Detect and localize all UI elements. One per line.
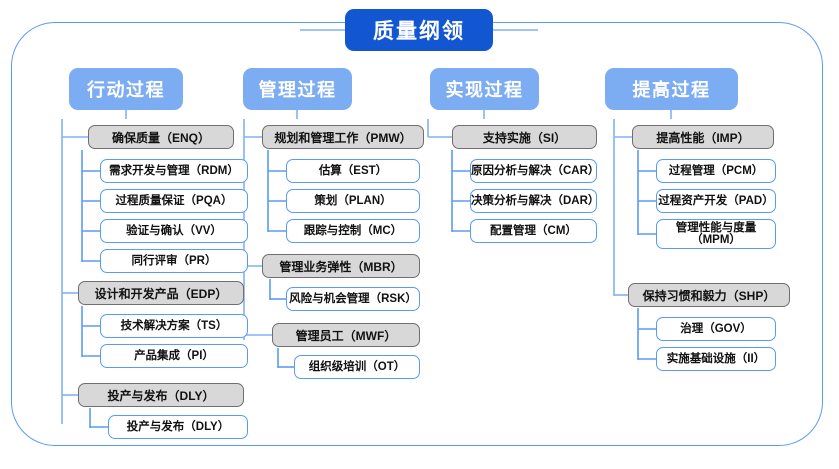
group-box-enq[interactable]: 确保质量（ENQ）: [88, 125, 234, 149]
leaf-box-pr[interactable]: 同行评审（PR）: [100, 249, 248, 273]
group-box-mwf[interactable]: 管理员工（MWF）: [272, 323, 420, 347]
leaf-box-pqa[interactable]: 过程质量保证（PQA）: [100, 189, 248, 213]
leaf-box-dar[interactable]: 决策分析与解决（DAR）: [470, 189, 599, 213]
leaf-box-ot[interactable]: 组织级培训（OT）: [294, 355, 420, 379]
leaf-box-car[interactable]: 原因分析与解决（CAR）: [470, 159, 599, 183]
category-header-improvement[interactable]: 提高过程: [605, 68, 738, 110]
leaf-box-ii[interactable]: 实施基础设施（II）: [656, 347, 776, 371]
category-header-action[interactable]: 行动过程: [69, 68, 183, 110]
group-box-pmw[interactable]: 规划和管理工作（PMW）: [262, 125, 424, 149]
leaf-box-est[interactable]: 估算（EST）: [286, 159, 420, 183]
category-header-management[interactable]: 管理过程: [243, 68, 352, 110]
group-box-dly[interactable]: 投产与发布（DLY）: [78, 383, 244, 407]
leaf-box-pcm[interactable]: 过程管理（PCM）: [656, 159, 776, 183]
leaf-box-mpm[interactable]: 管理性能与度量 （MPM）: [656, 219, 776, 249]
category-header-implementation[interactable]: 实现过程: [430, 68, 539, 110]
leaf-box-pi[interactable]: 产品集成（PI）: [100, 344, 248, 368]
leaf-box-ts[interactable]: 技术解决方案（TS）: [100, 314, 248, 338]
leaf-box-rsk[interactable]: 风险与机会管理（RSK）: [286, 287, 420, 311]
leaf-box-gov[interactable]: 治理（GOV）: [656, 317, 776, 341]
group-box-imp[interactable]: 提高性能（IMP）: [632, 125, 774, 149]
root-title[interactable]: 质量纲领: [345, 9, 493, 51]
leaf-box-dly-child[interactable]: 投产与发布（DLY）: [108, 415, 248, 439]
leaf-box-plan[interactable]: 策划（PLAN）: [286, 189, 420, 213]
group-box-edp[interactable]: 设计和开发产品（EDP）: [78, 281, 244, 305]
leaf-box-vv[interactable]: 验证与确认（VV）: [100, 219, 248, 243]
leaf-box-pad[interactable]: 过程资产开发（PAD）: [656, 189, 776, 213]
leaf-box-cm[interactable]: 配置管理（CM）: [470, 219, 597, 243]
group-box-shp[interactable]: 保持习惯和毅力（SHP）: [628, 283, 790, 307]
leaf-box-mc[interactable]: 跟踪与控制（MC）: [286, 219, 420, 243]
leaf-box-rdm[interactable]: 需求开发与管理（RDM）: [100, 159, 248, 183]
group-box-si[interactable]: 支持实施（SI）: [452, 125, 597, 149]
group-box-mbr[interactable]: 管理业务弹性（MBR）: [262, 254, 420, 278]
